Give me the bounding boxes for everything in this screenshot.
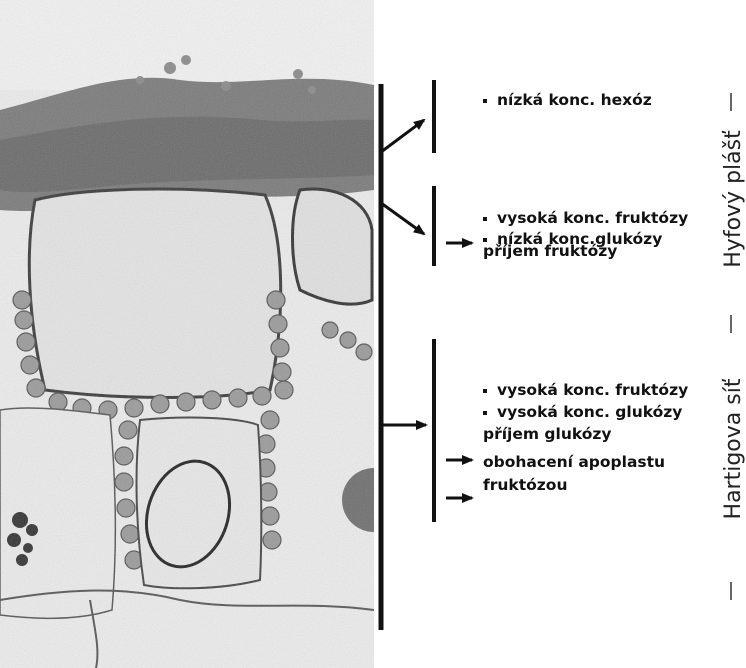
hartig-item-2: vysoká konc. glukózy <box>497 405 682 421</box>
arrow-to-outer <box>381 120 424 152</box>
mantle-outer-item: nízká konc. hexóz <box>497 93 652 109</box>
hartig-item-1: vysoká konc. fruktózy <box>497 383 688 399</box>
mantle-process-1: příjem fruktózy <box>483 244 617 260</box>
hartig-process-1: příjem glukózy <box>483 427 612 443</box>
arrow-to-inner <box>381 203 424 234</box>
mantle-inner-item-1: vysoká konc. fruktózy <box>497 211 688 227</box>
hartig-region-label: Hartigova síť <box>721 354 746 544</box>
mantle-region-label: Hyfový plášť <box>721 109 746 289</box>
hartig-process-2: obohacení apoplastu fruktózou <box>483 451 679 498</box>
